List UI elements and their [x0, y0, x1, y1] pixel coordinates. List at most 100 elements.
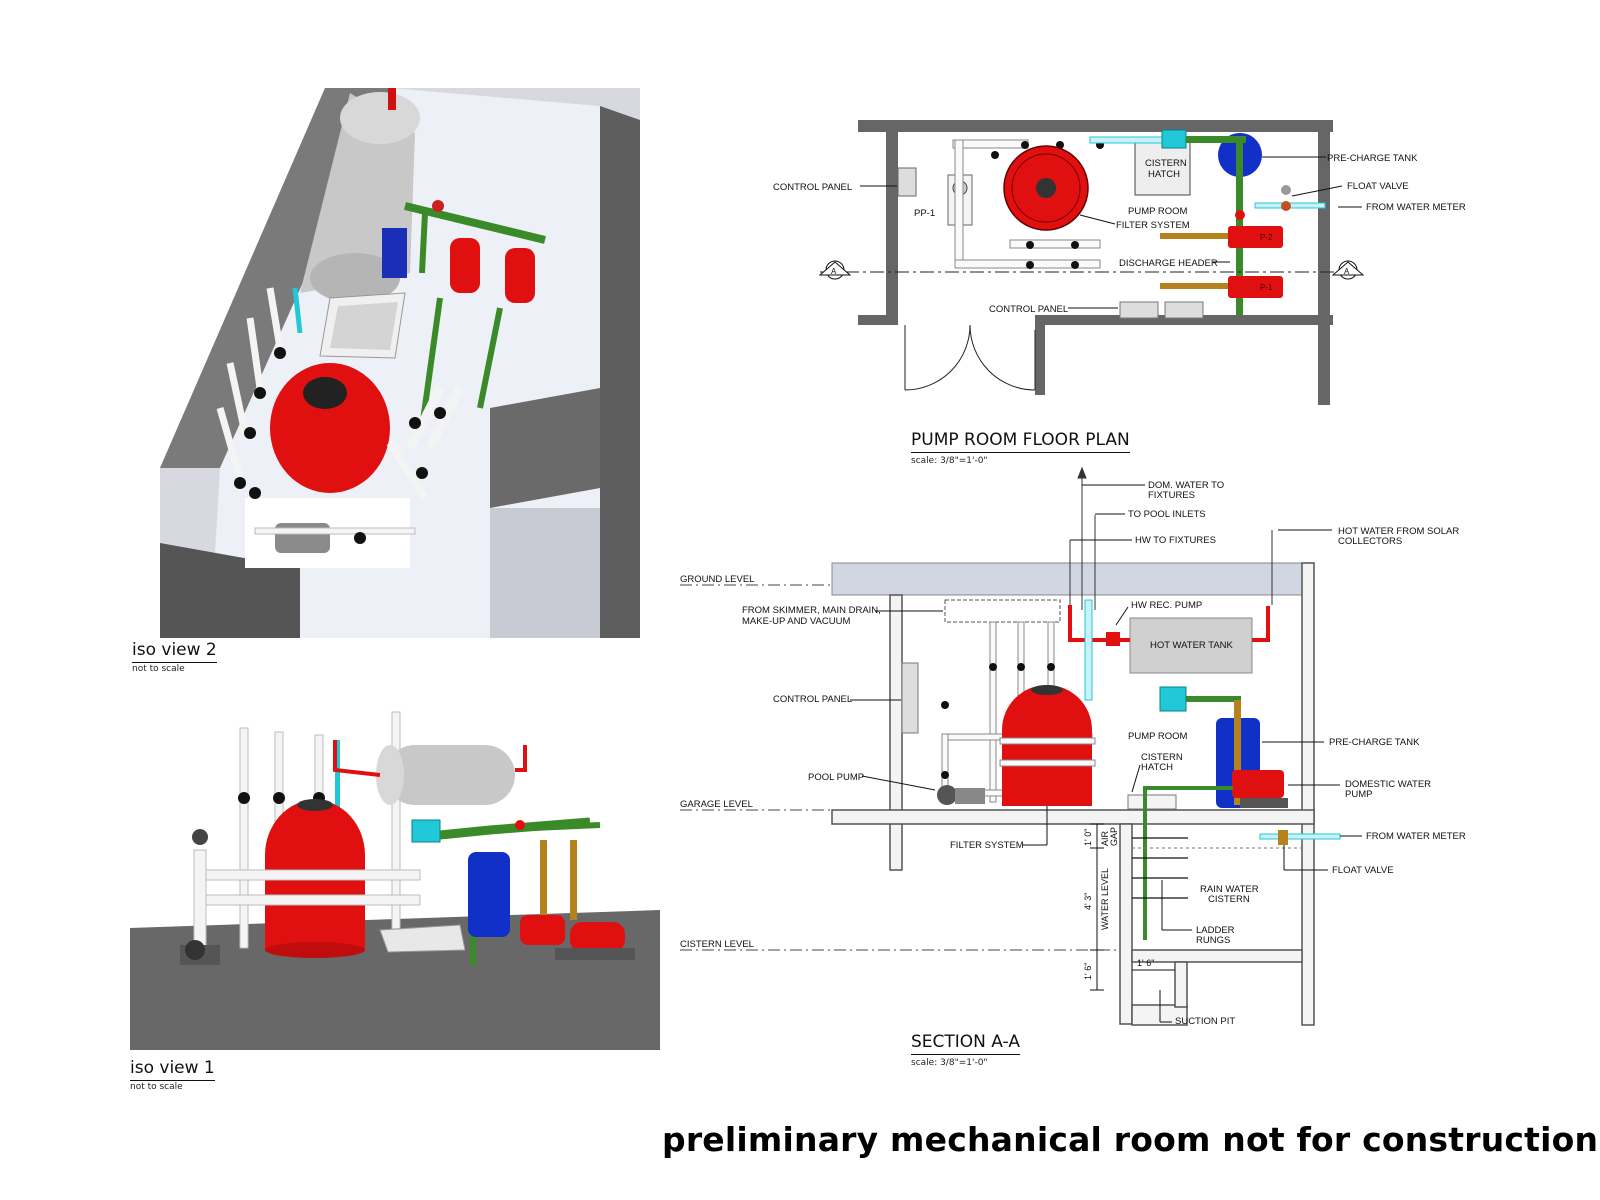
cistern-hatch-label-2: HATCH [1148, 169, 1180, 180]
section-scale: scale: 3/8"=1'-0" [911, 1058, 988, 1068]
discharge-header-pipe [404, 200, 546, 429]
iso-view-2-title: iso view 2 [132, 640, 217, 663]
from-water-meter-label: FROM WATER METER [1366, 202, 1466, 213]
p2-label: P-2 [1260, 233, 1273, 242]
section-marker-left: A [818, 260, 852, 280]
dim-4-3: 4' 3" [1083, 893, 1093, 910]
float-valve-label: FLOAT VALVE [1332, 865, 1394, 876]
tee-fitting [1159, 686, 1187, 712]
to-pool-inlets-label: TO POOL INLETS [1128, 509, 1206, 520]
suction-pit-label: SUCTION PIT [1175, 1016, 1235, 1027]
pool-pump [180, 940, 220, 965]
pump-p2: P-2 [1228, 226, 1283, 248]
p1-label: P-1 [1260, 283, 1273, 292]
dom-water-label-2: FIXTURES [1148, 490, 1195, 501]
garage-level-label: GARAGE LEVEL [680, 799, 753, 810]
rain-cistern-label-2: CISTERN [1208, 894, 1250, 905]
booster-pump-1 [505, 248, 535, 303]
domestic-water-pump [1232, 770, 1288, 808]
dim-1-6-vertical: 1' 6" [1083, 963, 1093, 980]
hot-water-tank-label: HOT WATER TANK [1150, 640, 1234, 651]
water-level-label: WATER LEVEL [1100, 868, 1110, 930]
rain-cistern-label-1: RAIN WATER [1200, 884, 1259, 895]
discharge-header-pipe [439, 817, 601, 965]
air-gap-label-1: AIR [1100, 830, 1110, 846]
ground-slab [831, 562, 1311, 596]
float-valve [1278, 830, 1288, 845]
iso-view-1-title: iso view 1 [130, 1058, 215, 1081]
tee-fitting [411, 819, 441, 843]
svg-text:A: A [1344, 267, 1350, 276]
float-valve-label: FLOAT VALVE [1347, 181, 1409, 192]
disclaimer-banner: preliminary mechanical room not for cons… [662, 1120, 1599, 1159]
svg-text:A: A [831, 267, 837, 276]
hot-water-tank: HOT WATER TANK [1129, 617, 1253, 674]
iso-view-1-subtitle: not to scale [130, 1082, 183, 1092]
ladder-rungs [1132, 837, 1188, 899]
plan-walls [858, 120, 1333, 405]
pool-pump-label: POOL PUMP [808, 772, 864, 783]
control-panel-label: CONTROL PANEL [773, 694, 852, 705]
domestic-pump-label-1: DOMESTIC WATER [1345, 779, 1431, 790]
control-panel-bottom-label: CONTROL PANEL [989, 304, 1068, 315]
discharge-header [1186, 696, 1241, 702]
control-panel [897, 167, 917, 197]
cistern-hatch [379, 924, 466, 953]
from-skimmer-label-1: FROM SKIMMER, MAIN DRAIN, [742, 605, 881, 616]
float-valve [1281, 185, 1291, 195]
skimmer-inlet-box [944, 599, 1061, 623]
water-meter-line [1259, 833, 1341, 840]
pre-charge-tank [468, 852, 510, 937]
section-title: SECTION A-A [911, 1032, 1020, 1055]
hw-rec-pump [1106, 632, 1120, 646]
iso-view-2-subtitle: not to scale [132, 664, 185, 674]
cistern-hatch-label-1: CISTERN [1141, 752, 1183, 763]
filter-manifold-pipes [405, 385, 465, 479]
pool-pump [245, 487, 416, 568]
section-a-a: GROUND LEVEL GARAGE LEVEL CISTERN LEVEL … [680, 466, 1466, 1027]
cistern-hatch-label-1: CISTERN [1145, 158, 1187, 169]
dim-1-0: 1' 0" [1083, 829, 1093, 846]
suction-pipe [1143, 786, 1233, 940]
pre-charge-tank-label: PRE-CHARGE TANK [1329, 737, 1420, 748]
from-water-meter-label: FROM WATER METER [1366, 831, 1466, 842]
pump-room-floor-plan: CONTROL PANEL PP-1 FILTER SYSTEM PUMP RO… [773, 120, 1466, 405]
floor-plan-scale: scale: 3/8"=1'-0" [911, 456, 988, 466]
level-lines [680, 584, 1120, 951]
cistern-hatch [1127, 794, 1177, 810]
hw-rec-pump-label: HW REC. PUMP [1131, 600, 1202, 611]
domestic-pump-label-2: PUMP [1345, 789, 1372, 800]
dim-1-6-horizontal: 1' 6" [1137, 958, 1154, 968]
domestic-water-pumps [520, 915, 635, 960]
pp1-label: PP-1 [914, 208, 935, 219]
booster-pump-2 [450, 238, 480, 293]
pool-return-pipes [216, 287, 303, 489]
section-valves [941, 663, 1055, 779]
floor-plan-title: PUMP ROOM FLOOR PLAN [911, 430, 1130, 453]
pump-room-label: PUMP ROOM [1128, 206, 1188, 217]
hw-supply-pipe [1068, 605, 1130, 642]
door-swing [904, 324, 1036, 391]
tee-fitting [1161, 129, 1187, 149]
pre-charge-tank-label: PRE-CHARGE TANK [1327, 153, 1418, 164]
solar-return-pipe [1252, 606, 1270, 642]
hot-water-tank [333, 740, 527, 805]
domestic-supply-line [1084, 599, 1093, 701]
cistern-hatch [319, 292, 406, 359]
hw-to-fixtures-label: HW TO FIXTURES [1135, 535, 1216, 546]
hot-water-solar-label-1: HOT WATER FROM SOLAR [1338, 526, 1459, 537]
pool-pump [937, 785, 985, 805]
control-panel-label: CONTROL PANEL [773, 182, 852, 193]
discharge-header-label: DISCHARGE HEADER [1119, 258, 1218, 269]
pump-room-label: PUMP ROOM [1128, 731, 1188, 742]
ladder-label-1: LADDER [1196, 925, 1235, 936]
filter-system-label: FILTER SYSTEM [950, 840, 1024, 851]
sand-filter-tank [270, 363, 429, 501]
sand-filter-tank [192, 799, 421, 958]
ground-level-label: GROUND LEVEL [680, 574, 754, 585]
iso-view-2-render [160, 88, 655, 638]
domestic-supply-line [1089, 136, 1166, 144]
iso-view-1-render [130, 700, 660, 1050]
filter-system [1003, 145, 1089, 231]
section-marker-right: A [1331, 260, 1365, 280]
